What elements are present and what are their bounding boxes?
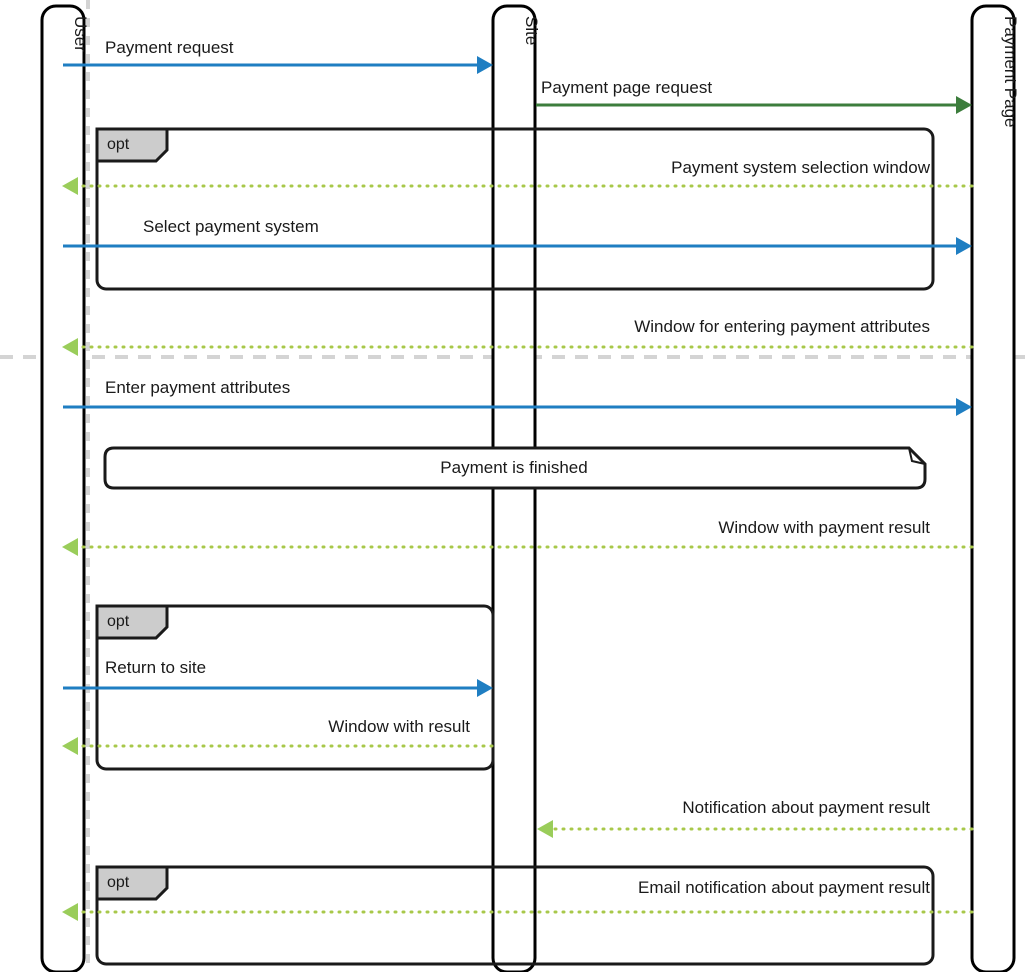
message-label-m6: Enter payment attributes [105, 378, 291, 397]
message-arrowhead-m11 [62, 903, 78, 921]
message-label-m9: Window with result [328, 717, 470, 736]
message-label-m5: Window for entering payment attributes [634, 317, 930, 336]
message-label-m7: Window with payment result [718, 518, 930, 537]
lifeline-bar-user [40, 4, 86, 972]
note-box-note1 [103, 446, 927, 490]
fragment-operator-label-opt2: opt [107, 613, 130, 630]
message-label-m8: Return to site [105, 658, 207, 677]
fragment-box-opt3 [95, 865, 935, 966]
lifeline-label-user: User [71, 16, 90, 52]
fragment-operator-label-opt1: opt [107, 136, 130, 153]
message-arrowhead-m9 [62, 737, 78, 755]
fragment-operator-label-opt3: opt [107, 874, 130, 891]
fragment-box-opt1 [95, 127, 935, 291]
message-arrowhead-m2 [956, 96, 972, 114]
message-arrowhead-m10 [537, 820, 553, 838]
message-label-m10: Notification about payment result [682, 798, 930, 817]
lifeline-label-site: Site [522, 16, 541, 46]
fragment-tab-opt2 [95, 604, 169, 640]
message-label-m11: Email notification about payment result [638, 878, 930, 897]
fragment-tab-opt3 [95, 865, 169, 901]
message-arrowhead-m6 [956, 398, 972, 416]
message-arrowhead-m7 [62, 538, 78, 556]
lifeline-label-payment_page: Payment Page [1001, 16, 1020, 128]
note-fold-corner-note1 [908, 447, 926, 465]
message-arrowhead-m4 [956, 237, 972, 255]
message-label-m2: Payment page request [541, 78, 713, 97]
message-label-m1: Payment request [105, 38, 234, 57]
note-label-note1: Payment is finished [440, 458, 588, 477]
message-arrowhead-m8 [477, 679, 493, 697]
lifeline-bar-payment_page [970, 4, 1016, 972]
fragment-tab-opt1 [95, 127, 169, 163]
message-label-m4: Select payment system [143, 217, 319, 236]
message-arrowhead-m1 [477, 56, 493, 74]
message-label-m3: Payment system selection window [671, 158, 930, 177]
message-arrowhead-m3 [62, 177, 78, 195]
message-arrowhead-m5 [62, 338, 78, 356]
